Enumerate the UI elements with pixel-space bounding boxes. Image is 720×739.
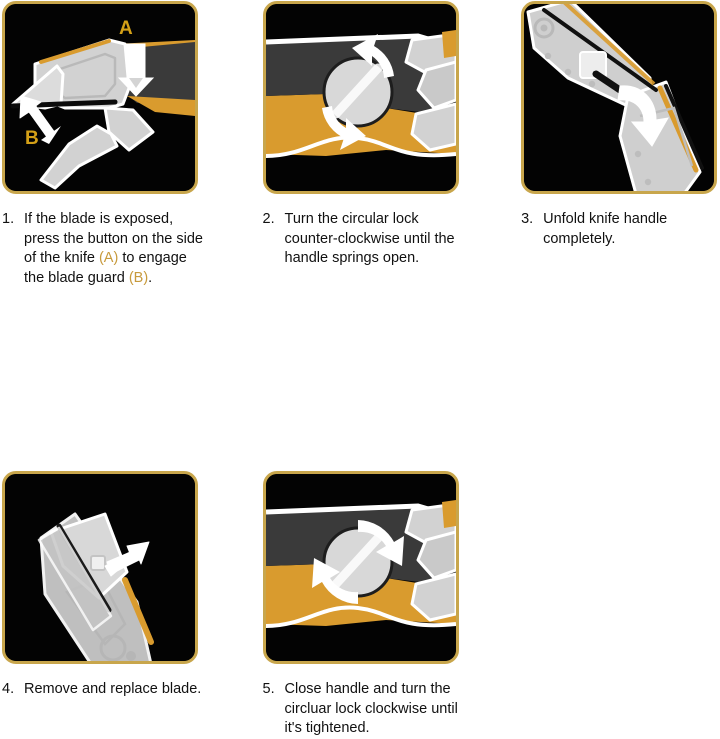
step-2-text: Turn the circular lock counter-clockwise… [284,211,455,266]
step-2-illustration [265,4,456,191]
step-2-caption: 2. Turn the circular lock counter-clockw… [263,210,520,269]
step-3-illustration-panel [521,1,718,194]
step-1-illustration: A B [5,4,195,191]
step-item-5: 5. Close handle and turn the circluar lo… [261,471,520,739]
step-2-number: 2. [262,211,275,227]
step-1-text-part-4: . [148,269,153,286]
step-4-illustration-panel [2,471,198,664]
step-5-caption: 5. Close handle and turn the circluar lo… [263,680,520,739]
step-1-illustration-panel: A B [2,1,198,194]
step-4-caption: 4. Remove and replace blade. [2,680,261,700]
step-5-text: Close handle and turn the circluar lock … [284,681,458,736]
step-3-text: Unfold knife handle completely. [543,211,668,247]
step-1-number: 1. [2,211,15,227]
step-row-bottom-empty-cell [519,471,720,739]
step-1-text: If the blade is exposed, press the butto… [24,210,210,288]
step-4-illustration [5,474,195,661]
step-1-label-ref-b: (B) [128,269,149,286]
steps-row-bottom: 4. Remove and replace blade. [0,471,720,739]
step-item-2: 2. Turn the circular lock counter-clockw… [261,1,520,288]
step-1-label-b: B [25,128,39,149]
step-5-number: 5. [262,681,275,697]
step-1-text-part-2: to engage the blade guard [24,250,187,286]
steps-row-top: A B 1. If the blade is exposed, press th… [0,1,720,288]
step-item-1: A B 1. If the blade is exposed, press th… [0,1,261,288]
step-1-label-a: A [119,18,133,39]
step-item-4: 4. Remove and replace blade. [0,471,261,739]
step-4-text: Remove and replace blade. [24,681,202,697]
step-item-3: 3. Unfold knife handle completely. [519,1,720,288]
step-5-illustration [265,474,456,661]
step-4-number: 4. [2,681,15,697]
step-1-caption: 1. If the blade is exposed, press the bu… [2,210,261,288]
step-1-text-part-0: If the blade is exposed, press the butto… [24,211,203,266]
step-1-label-ref-a: (A) [98,250,119,266]
step-3-number: 3. [521,211,534,227]
step-3-illustration [524,4,715,191]
step-2-illustration-panel [262,1,459,194]
step-3-caption: 3. Unfold knife handle completely. [521,210,720,249]
step-5-illustration-panel [262,471,459,664]
